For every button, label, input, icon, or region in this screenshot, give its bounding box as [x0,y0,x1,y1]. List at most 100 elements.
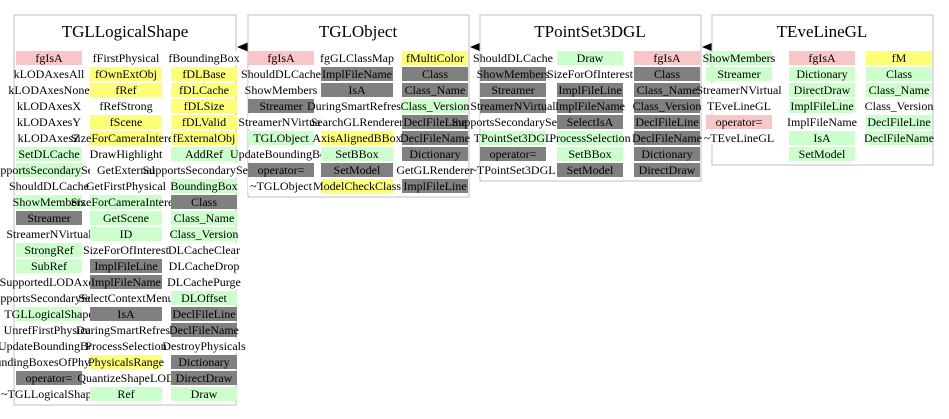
member-cell[interactable]: SizeForOfInterest [547,67,634,81]
member-cell[interactable]: ImplFileLine [402,179,468,193]
member-cell[interactable]: fRef [90,83,162,97]
member-cell[interactable]: DLCacheClear [168,243,240,257]
member-cell[interactable]: fExternalObj [171,131,237,145]
member-cell[interactable]: ShowMembers [245,83,318,97]
member-cell[interactable]: fScene [90,115,162,129]
member-cell[interactable]: StreamerNVirtual [696,83,782,97]
member-cell[interactable]: DuringSmartRefresh [307,99,407,113]
member-cell[interactable]: UpdateBoundingBox [230,147,332,161]
member-cell[interactable]: Streamer [16,211,82,225]
member-cell[interactable]: fMultiColor [402,51,468,65]
member-cell[interactable]: BoundingBox [170,179,238,193]
member-cell[interactable]: fBoundingBox [168,51,240,65]
member-cell[interactable]: ImplFileName [787,115,857,129]
member-cell[interactable]: fOwnExtObj [90,67,162,81]
member-cell[interactable]: Ref [90,387,162,401]
member-cell[interactable]: UpdateBoundingBox [0,339,100,353]
member-cell[interactable]: ~TPointSet3DGL [470,163,556,177]
member-cell[interactable]: StreamerNVirtual [6,227,92,241]
member-cell[interactable]: GetExternal [90,163,162,177]
member-cell[interactable]: ~TEveLineGL [704,131,774,145]
member-cell[interactable]: kLODAxesAll [14,67,85,81]
member-cell[interactable]: SizeForCameraInterest [71,195,182,209]
member-cell[interactable]: Class_Version [865,99,934,113]
member-cell[interactable]: SupportsSecondarySelect [0,163,111,177]
member-cell[interactable]: Class [866,67,932,81]
member-cell[interactable]: kLODAxesX [16,99,82,113]
member-cell[interactable]: DestroyPhysicals [162,339,246,353]
member-cell[interactable]: DLOffset [171,291,237,305]
member-cell[interactable]: DirectDraw [634,163,700,177]
member-cell[interactable]: SelectContextMenu [78,291,174,305]
member-cell[interactable]: DLCachePurge [167,275,241,289]
member-cell[interactable]: fgIsA [16,51,82,65]
member-cell[interactable]: fgIsA [789,51,855,65]
member-cell[interactable]: fgIsA [248,51,314,65]
member-cell[interactable]: GetGLRenderer [396,163,474,177]
member-cell[interactable]: SupportsSecondarySelect [143,163,266,177]
member-cell[interactable]: kLODAxesNone [8,83,90,97]
member-cell[interactable]: PhysicalsRange [88,355,164,369]
member-cell[interactable]: Draw [557,51,623,65]
member-cell[interactable]: Class_Name [634,83,700,97]
member-cell[interactable]: DirectDraw [171,371,237,385]
member-cell[interactable]: ProcessSelection [549,131,631,145]
member-cell[interactable]: SetModel [321,163,393,177]
member-cell[interactable]: SearchGLRenderer [311,115,404,129]
member-cell[interactable]: DrawHighlight [90,147,163,161]
member-cell[interactable]: StrongRef [16,243,82,257]
member-cell[interactable]: Streamer [248,99,314,113]
member-cell[interactable]: ProcessSelection [85,339,167,353]
member-cell[interactable]: ImplFileName [321,67,393,81]
member-cell[interactable]: ImplFileLine [90,259,162,273]
member-cell[interactable]: Streamer [706,67,772,81]
member-cell[interactable]: fDLBase [171,67,237,81]
member-cell[interactable]: TEveLineGL [706,99,772,113]
member-cell[interactable]: DLCacheDrop [169,259,240,273]
member-cell[interactable]: Class_Name [402,83,468,97]
member-cell[interactable]: SupportsSecondarySelect [0,291,111,305]
member-cell[interactable]: TGLObject [248,131,314,145]
member-cell[interactable]: ModelCheckClass [313,179,401,193]
member-cell[interactable]: DirectDraw [789,83,855,97]
member-cell[interactable]: ShouldDLCache [241,67,321,81]
member-cell[interactable]: SubRef [16,259,82,273]
member-cell[interactable]: Class [402,67,468,81]
member-cell[interactable]: ShowMembers [703,51,776,65]
member-cell[interactable]: ImplFileLine [557,83,623,97]
member-cell[interactable]: SizeForOfInterest [83,243,170,257]
member-cell[interactable]: fDLSize [171,99,237,113]
member-cell[interactable]: SetBBox [321,147,393,161]
member-cell[interactable]: DuringSmartRefresh [76,323,176,337]
member-cell[interactable]: operator= [706,115,772,129]
member-cell[interactable]: DeclFileLine [402,115,468,129]
member-cell[interactable]: IsA [321,83,393,97]
member-cell[interactable]: operator= [248,163,314,177]
member-cell[interactable]: ~TGLObject [248,179,314,193]
member-cell[interactable]: ImplFileName [555,99,625,113]
member-cell[interactable]: ID [90,227,162,241]
member-cell[interactable]: StreamerNVirtual [238,115,324,129]
member-cell[interactable]: DeclFileName [864,131,934,145]
member-cell[interactable]: AddRef [171,147,237,161]
member-cell[interactable]: ShouldDLCache [473,51,553,65]
member-cell[interactable]: UnrefFirstPhysical [4,323,95,337]
member-cell[interactable]: Class_Version [401,99,470,113]
member-cell[interactable]: DeclFileLine [866,115,932,129]
member-cell[interactable]: ImplFileLine [789,99,855,113]
member-cell[interactable]: fRefStrong [90,99,162,113]
member-cell[interactable]: SelectIsA [557,115,623,129]
member-cell[interactable]: Class_Version [170,227,239,241]
member-cell[interactable]: DeclFileName [400,131,470,145]
member-cell[interactable]: BoundingBoxesOfPhysicals [0,355,117,369]
member-cell[interactable]: DeclFileName [632,131,702,145]
member-cell[interactable]: ShouldDLCache [9,179,89,193]
member-cell[interactable]: fFirstPhysical [90,51,162,65]
member-cell[interactable]: SupportsSecondarySelect [452,115,575,129]
member-cell[interactable]: DeclFileLine [171,307,237,321]
member-cell[interactable]: Class [634,67,700,81]
member-cell[interactable]: kLODAxesY [16,115,82,129]
member-cell[interactable]: ~TGLLogicalShape [1,387,97,401]
member-cell[interactable]: IsA [789,131,855,145]
member-cell[interactable]: Dictionary [171,355,237,369]
